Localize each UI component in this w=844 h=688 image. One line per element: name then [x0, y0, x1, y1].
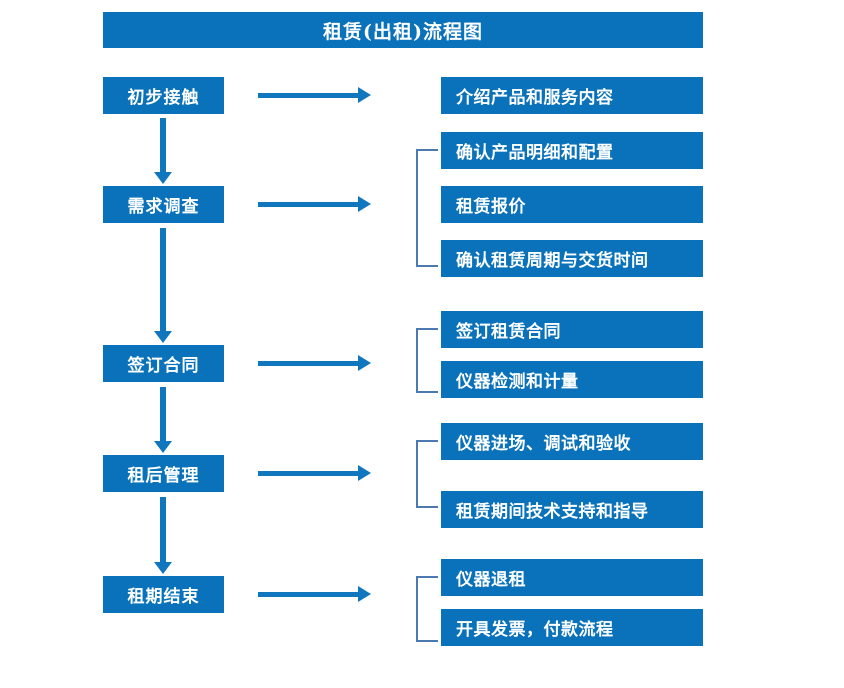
stage-box-3[interactable]: 签订合同	[103, 345, 224, 382]
group-bracket-5	[416, 576, 438, 642]
horizontal-arrow-1	[258, 87, 371, 103]
vertical-arrow-3-to-4	[154, 387, 172, 453]
stage-box-4[interactable]: 租后管理	[103, 455, 224, 492]
detail-box-3-1[interactable]: 签订租赁合同	[441, 311, 703, 348]
detail-box-2-2[interactable]: 租赁报价	[441, 186, 703, 223]
horizontal-arrow-4	[258, 465, 371, 481]
group-bracket-2	[416, 149, 438, 267]
detail-box-5-2[interactable]: 开具发票，付款流程	[441, 609, 703, 646]
detail-box-4-2[interactable]: 租赁期间技术支持和指导	[441, 491, 703, 528]
detail-box-3-2[interactable]: 仪器检测和计量	[441, 361, 703, 398]
horizontal-arrow-5	[258, 586, 371, 602]
stage-box-5[interactable]: 租期结束	[103, 576, 224, 613]
stage-box-2[interactable]: 需求调查	[103, 186, 224, 223]
detail-box-1-1[interactable]: 介绍产品和服务内容	[441, 77, 703, 114]
detail-box-5-1[interactable]: 仪器退租	[441, 559, 703, 596]
group-bracket-3	[416, 328, 438, 393]
chart-title: 租赁(出租)流程图	[103, 12, 703, 48]
horizontal-arrow-3	[258, 355, 371, 371]
detail-box-2-3[interactable]: 确认租赁周期与交货时间	[441, 240, 703, 277]
vertical-arrow-4-to-5	[154, 497, 172, 574]
vertical-arrow-1-to-2	[154, 118, 172, 184]
horizontal-arrow-2	[258, 196, 371, 212]
detail-box-4-1[interactable]: 仪器进场、调试和验收	[441, 423, 703, 460]
group-bracket-4	[416, 440, 438, 508]
detail-box-2-1[interactable]: 确认产品明细和配置	[441, 132, 703, 169]
stage-box-1[interactable]: 初步接触	[103, 77, 224, 114]
vertical-arrow-2-to-3	[154, 228, 172, 343]
